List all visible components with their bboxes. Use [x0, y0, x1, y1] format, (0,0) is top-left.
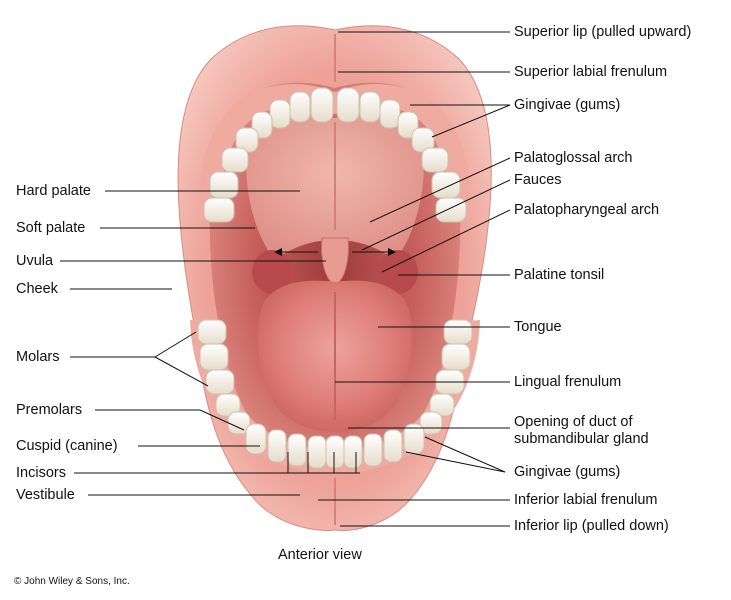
label-vestibule: Vestibule [16, 487, 75, 503]
label-fauces: Fauces [514, 172, 562, 188]
label-incisors: Incisors [16, 465, 66, 481]
caption-anterior-view: Anterior view [278, 547, 362, 563]
upper-teeth [203, 87, 467, 223]
label-lingual-frenulum: Lingual frenulum [514, 374, 622, 390]
label-palatine-tonsil: Palatine tonsil [514, 267, 605, 283]
label-palatopharyngeal-arch: Palatopharyngeal arch [514, 202, 660, 218]
fauces-arrowheads [274, 248, 396, 256]
label-soft-palate: Soft palate [16, 220, 86, 236]
upper-gum-shape [199, 84, 471, 222]
right-tonsil-shape [378, 250, 418, 294]
label-premolars: Premolars [16, 402, 83, 418]
label-cheek: Cheek [16, 281, 58, 297]
label-duct-opening-line2: submandibular gland [514, 431, 649, 447]
label-molars: Molars [16, 349, 60, 365]
label-cuspid: Cuspid (canine) [16, 438, 118, 454]
copyright-notice: © John Wiley & Sons, Inc. [14, 576, 130, 587]
label-superior-lip: Superior lip (pulled upward) [514, 24, 692, 40]
lower-teeth [197, 319, 473, 469]
leader-lines [60, 31, 511, 527]
label-gingivae-lower: Gingivae (gums) [514, 464, 621, 480]
label-inferior-lip: Inferior lip (pulled down) [514, 518, 669, 534]
label-uvula: Uvula [16, 253, 54, 269]
label-superior-labial-frenulum: Superior labial frenulum [514, 64, 668, 80]
label-gingivae-upper: Gingivae (gums) [514, 97, 621, 113]
label-hard-palate: Hard palate [16, 183, 91, 199]
label-palatoglossal-arch: Palatoglossal arch [514, 150, 633, 166]
label-duct-opening-line1: Opening of duct of [514, 414, 633, 430]
label-inferior-labial-frenulum: Inferior labial frenulum [514, 492, 658, 508]
label-tongue: Tongue [514, 319, 562, 335]
